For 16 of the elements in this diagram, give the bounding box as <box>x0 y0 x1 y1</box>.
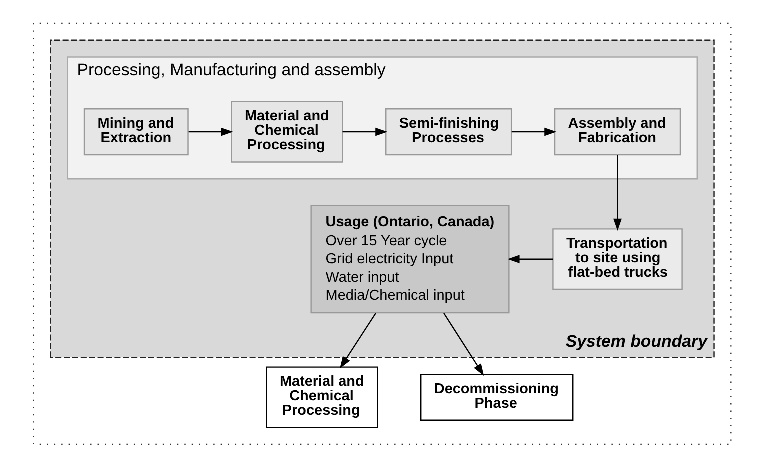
arrow <box>443 312 484 376</box>
node-box: Semi-finishing Processes <box>385 108 512 156</box>
node-box: Transportation to site using flat-bed trucks <box>552 228 682 290</box>
arrow <box>342 127 388 136</box>
node-box: Usage (Ontario, Canada) Over 15 Year cycle Grid electricity Input Water input Media/Chemical input <box>310 204 510 314</box>
arrow <box>613 154 622 230</box>
node-box: Material and Chemical Processing <box>230 100 343 162</box>
node-box: Decommissioning Phase <box>420 373 574 420</box>
node-box: Mining and Extraction <box>83 108 188 156</box>
cluster <box>32 22 732 445</box>
arrow <box>507 254 553 264</box>
arrow <box>511 127 556 136</box>
arrow <box>188 127 233 136</box>
node-box: Assembly and Fabrication <box>554 108 681 156</box>
node-box: Material and Chemical Processing <box>266 366 378 428</box>
arrow <box>340 312 376 368</box>
